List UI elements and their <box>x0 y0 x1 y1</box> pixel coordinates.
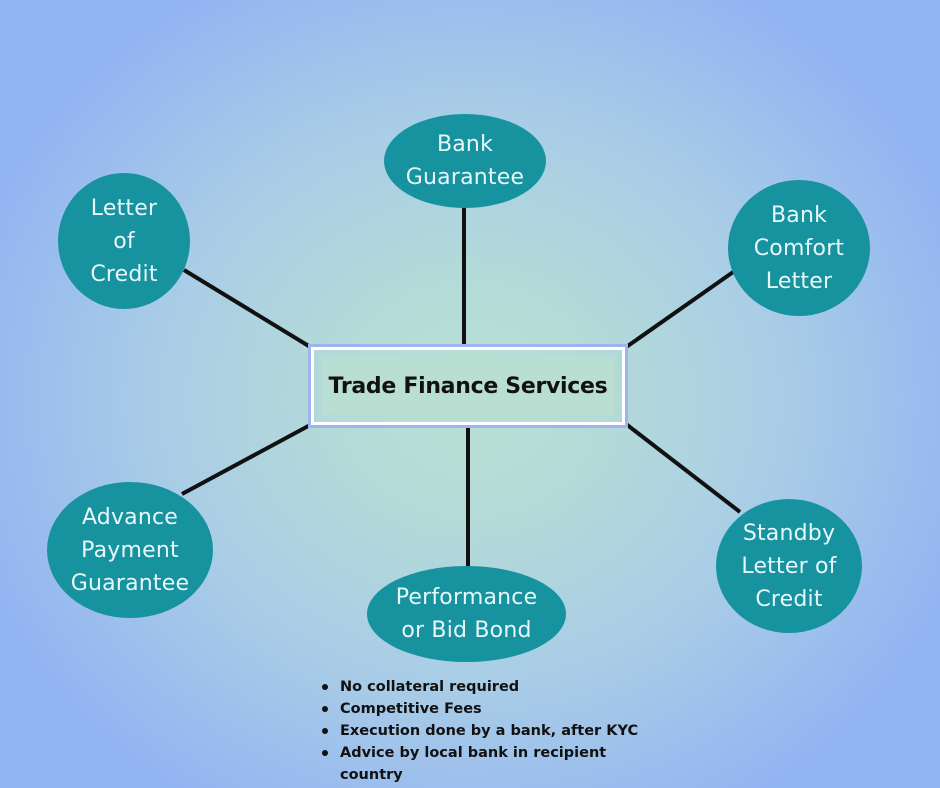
connector-letter-of-credit <box>182 268 314 350</box>
node-bank-guarantee: Bank Guarantee <box>384 114 546 208</box>
feature-item: Competitive Fees <box>322 698 642 720</box>
node-bank-comfort-letter: Bank Comfort Letter <box>728 180 870 316</box>
node-letter-of-credit: Letter of Credit <box>58 173 190 309</box>
center-title: Trade Finance Services <box>328 373 608 399</box>
node-standby-letter-of-credit: Standby Letter of Credit <box>716 499 862 633</box>
center-title-box: Trade Finance Services <box>308 344 628 428</box>
node-performance-bid-bond: Performance or Bid Bond <box>367 566 566 662</box>
feature-item: No collateral required <box>322 676 642 698</box>
feature-item: Advice by local bank in recipient countr… <box>322 742 642 786</box>
feature-item: Execution done by a bank, after KYC <box>322 720 642 742</box>
node-advance-payment-guarantee: Advance Payment Guarantee <box>47 482 213 618</box>
connector-standby-letter-of-credit <box>624 422 742 514</box>
connector-bank-comfort-letter <box>620 268 738 352</box>
connector-advance-payment-guarantee <box>181 422 313 496</box>
feature-list: No collateral required Competitive Fees … <box>322 676 642 786</box>
center-title-fill <box>321 357 615 415</box>
